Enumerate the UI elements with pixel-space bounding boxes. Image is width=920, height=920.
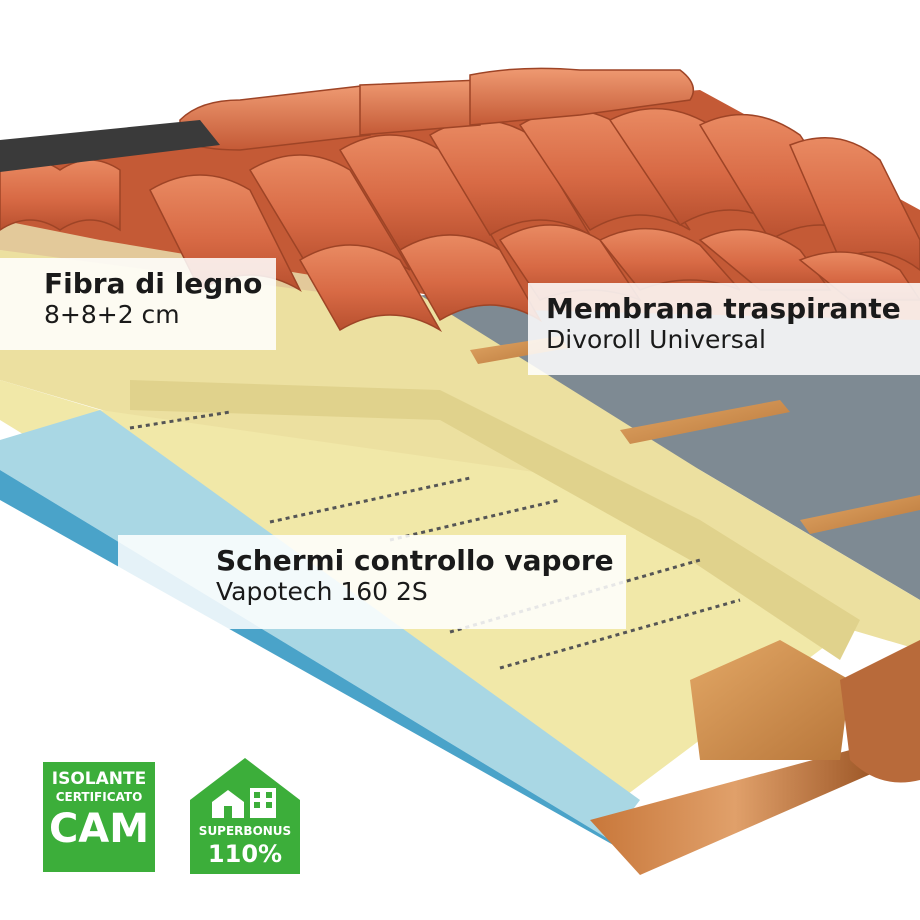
fiber-edge [130,380,860,660]
superbonus-line1: SUPERBONUS [198,824,292,838]
eave-beam [690,640,850,760]
label-wood-fiber-title: Fibra di legno [44,267,263,300]
cam-badge-line1: ISOLANTE [51,769,147,789]
superbonus-badge: SUPERBONUS 110% [190,758,300,874]
label-wood-fiber: Fibra di legno 8+8+2 cm [0,258,276,350]
cam-certified-badge: ISOLANTE CERTIFICATO CAM [43,762,155,872]
roof-tiles [0,67,920,333]
gutter [840,640,920,783]
label-vapor-sub: Vapotech 160 2S [216,577,428,606]
house-icon [190,758,300,874]
cam-badge-line2: CERTIFICATO [55,790,143,804]
label-vapor-control: Schermi controllo vapore Vapotech 160 2S [118,535,626,629]
label-membrane-sub: Divoroll Universal [546,325,766,354]
label-vapor-title: Schermi controllo vapore [216,544,614,577]
ridge-roll [0,120,220,172]
label-breathable-membrane: Membrana traspirante Divoroll Universal [528,283,920,375]
label-wood-fiber-sub: 8+8+2 cm [44,300,180,329]
superbonus-line2: 110% [207,840,283,868]
ceiling-boards [590,750,880,875]
cam-badge-line3: CAM [48,806,150,852]
label-membrane-title: Membrana traspirante [546,292,901,325]
